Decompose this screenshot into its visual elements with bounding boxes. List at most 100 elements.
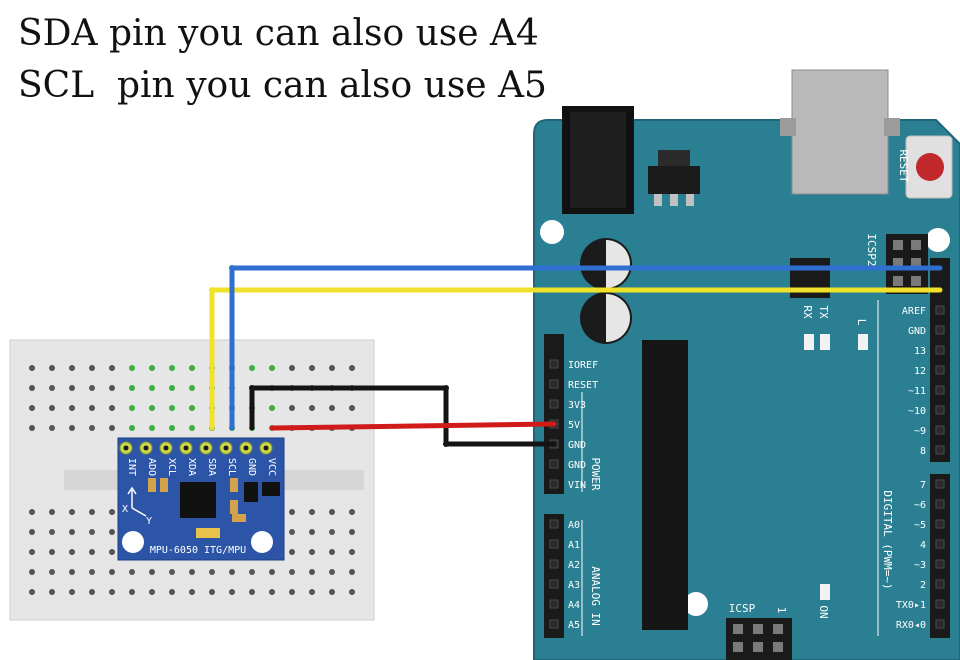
header-pin <box>549 359 559 369</box>
breadboard-hole <box>249 589 255 595</box>
breadboard-hole <box>349 529 355 535</box>
icsp2-header <box>886 234 928 294</box>
header-pin-label: 8 <box>920 446 926 457</box>
header-pin-label: 3V3 <box>568 400 586 411</box>
led-l-label: L <box>855 319 868 326</box>
breadboard-hole <box>129 385 135 391</box>
mpu-pin-label: SCL <box>226 458 237 476</box>
breadboard-hole <box>349 405 355 411</box>
icsp-pin1-label: 1 <box>775 607 788 614</box>
breadboard-hole <box>309 405 315 411</box>
header-pin-label: ~10 <box>908 406 926 417</box>
module-name: MPU-6050 ITG/MPU <box>150 545 246 556</box>
breadboard-hole <box>129 569 135 575</box>
breadboard-hole <box>329 549 335 555</box>
power-section-label: POWER <box>589 457 602 490</box>
breadboard-hole <box>289 405 295 411</box>
breadboard-hole <box>29 569 35 575</box>
header-pin-label: 7 <box>920 480 926 491</box>
mounting-hole <box>540 220 564 244</box>
header-pin <box>935 599 945 609</box>
breadboard-hole <box>109 549 115 555</box>
breadboard-hole <box>169 385 175 391</box>
breadboard-hole <box>69 509 75 515</box>
header-pin <box>549 519 559 529</box>
voltage-regulator <box>648 150 700 206</box>
mpu-pin-label: INT <box>126 458 137 476</box>
mounting-hole <box>926 228 950 252</box>
breadboard-hole <box>69 385 75 391</box>
breadboard-hole <box>249 569 255 575</box>
icsp-label: ICSP <box>729 602 756 615</box>
breadboard-hole <box>129 589 135 595</box>
header-pin-label: RX0◂0 <box>896 620 926 631</box>
header-pin <box>935 385 945 395</box>
wires <box>209 265 943 447</box>
axis-icon <box>127 486 147 517</box>
reset-button[interactable] <box>905 135 953 199</box>
breadboard-hole <box>89 529 95 535</box>
microcontroller-chip <box>642 340 688 630</box>
mpu-pin-label: XCL <box>166 458 177 476</box>
header-pin <box>935 405 945 415</box>
breadboard-hole <box>89 549 95 555</box>
header-pin-label: A2 <box>568 560 580 571</box>
breadboard-hole <box>209 569 215 575</box>
mpu-mount-hole <box>251 531 273 553</box>
breadboard-hole <box>189 365 195 371</box>
breadboard-hole <box>149 385 155 391</box>
breadboard-hole <box>149 365 155 371</box>
header-pin <box>935 425 945 435</box>
led-tx-label: TX <box>817 305 830 319</box>
breadboard-hole <box>69 589 75 595</box>
header-pin <box>549 559 559 569</box>
breadboard-hole <box>169 589 175 595</box>
breadboard-hole <box>69 405 75 411</box>
header-pin-label: 13 <box>914 346 926 357</box>
led-on <box>820 584 830 600</box>
header-pin-label: ~5 <box>914 520 926 531</box>
header-pin <box>935 445 945 455</box>
breadboard-hole <box>269 405 275 411</box>
breadboard-hole <box>329 569 335 575</box>
header-pin-label: GND <box>568 460 586 471</box>
mounting-hole <box>684 592 708 616</box>
header-pin <box>549 379 559 389</box>
breadboard-hole <box>109 425 115 431</box>
icsp-header <box>726 618 792 660</box>
header-pin-label: A4 <box>568 600 580 611</box>
breadboard-hole <box>109 385 115 391</box>
header-pin-label: GND <box>568 440 586 451</box>
breadboard-hole <box>189 425 195 431</box>
breadboard-hole <box>89 425 95 431</box>
breadboard-hole <box>89 365 95 371</box>
header-pin-label: RESET <box>568 380 598 391</box>
led-on-label: ON <box>817 605 830 618</box>
reset-label: RESET <box>897 149 910 182</box>
breadboard-hole <box>109 365 115 371</box>
breadboard-hole <box>29 589 35 595</box>
breadboard-hole <box>309 365 315 371</box>
header-pin-label: 4 <box>920 540 926 551</box>
header-pin <box>935 499 945 509</box>
breadboard-hole <box>329 509 335 515</box>
breadboard-hole <box>109 509 115 515</box>
breadboard-hole <box>89 405 95 411</box>
breadboard-hole <box>149 405 155 411</box>
header-pin-label: A0 <box>568 520 580 531</box>
breadboard-hole <box>109 529 115 535</box>
breadboard-hole <box>69 425 75 431</box>
header-pin-label: IOREF <box>568 360 598 371</box>
breadboard-hole <box>109 569 115 575</box>
breadboard-hole <box>169 405 175 411</box>
breadboard-hole <box>309 569 315 575</box>
breadboard-hole <box>49 549 55 555</box>
breadboard-hole <box>329 405 335 411</box>
breadboard-hole <box>209 589 215 595</box>
breadboard-hole <box>109 589 115 595</box>
header-pin <box>935 559 945 569</box>
